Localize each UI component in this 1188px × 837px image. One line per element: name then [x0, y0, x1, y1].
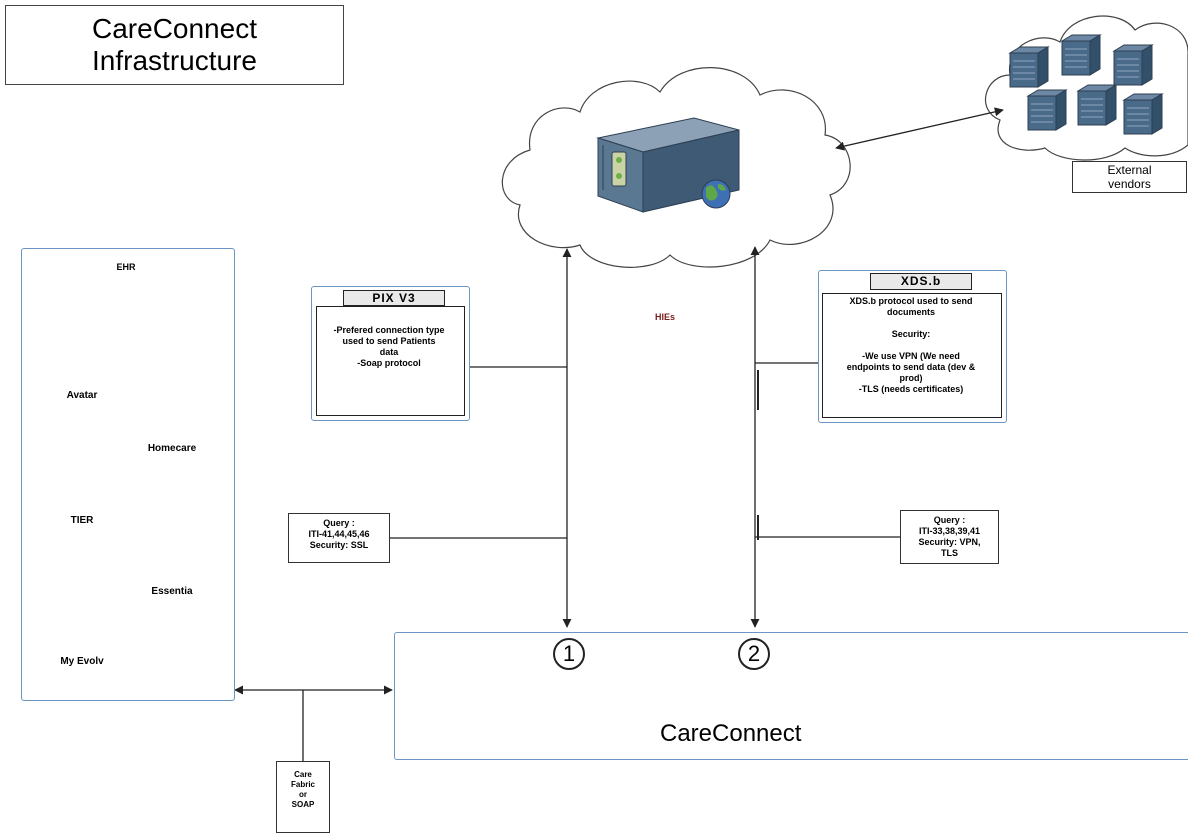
xds-line: [824, 340, 998, 351]
query-right-line: Security: VPN,: [918, 537, 981, 547]
care-fabric-line: SOAP: [291, 800, 315, 809]
xds-line: XDS.b protocol used to send: [849, 296, 973, 306]
xds-line: -We use VPN (We need: [862, 351, 960, 361]
external-vendors-line-1: External: [1107, 163, 1152, 177]
pix-v3-inner: [316, 306, 465, 416]
server-label-essentia: Essentia: [151, 586, 193, 597]
pix-line: used to send Patients: [342, 336, 436, 346]
care-fabric-line: Care: [294, 770, 312, 779]
query-left-line: Query :: [323, 518, 355, 528]
care-fabric-box: Care Fabric or SOAP: [276, 761, 330, 833]
query-box-left: Query : ITI-41,44,45,46 Security: SSL: [288, 513, 390, 563]
server-label-my-evolv: My Evolv: [60, 656, 104, 667]
query-right-line: TLS: [941, 548, 958, 558]
xds-line: endpoints to send data (dev &: [846, 362, 976, 372]
server-label-avatar: Avatar: [66, 390, 98, 401]
diagram-title: CareConnect Infrastructure: [5, 5, 344, 85]
query-right-line: Query :: [933, 515, 966, 525]
pix-line: data: [379, 347, 399, 357]
connectors: [234, 107, 1004, 761]
query-right-line: ITI-33,38,39,41: [918, 526, 981, 536]
care-fabric-line: or: [299, 790, 307, 799]
server-globe-icon: [596, 117, 740, 213]
hie-label: HIEs: [655, 312, 676, 322]
xds-line: [824, 318, 998, 329]
query-left-line: ITI-41,44,45,46: [308, 529, 370, 539]
title-line-1: CareConnect: [92, 13, 257, 44]
channel-1-badge: 1: [553, 638, 585, 670]
xds-b-tag: XDS.b: [870, 273, 972, 290]
server-label-tier: TIER: [70, 515, 94, 526]
xds-b-inner: [822, 293, 1002, 418]
query-box-right: Query : ITI-33,38,39,41 Security: VPN, T…: [900, 510, 999, 564]
external-vendors-label: External vendors: [1072, 161, 1187, 193]
query-left-line: Security: SSL: [309, 540, 369, 550]
xds-line: -TLS (needs certificates): [858, 384, 964, 394]
channel-2-badge: 2: [738, 638, 770, 670]
ehr-group: [21, 248, 235, 701]
pix-v3-tag: PIX V3: [343, 290, 445, 306]
server-label-homecare: Homecare: [147, 443, 197, 454]
pix-line: -Soap protocol: [357, 358, 421, 368]
careconnect-panel: [394, 632, 1188, 760]
xds-line: Security:: [891, 329, 931, 339]
external-vendors-line-2: vendors: [1108, 177, 1151, 191]
xds-line: prod): [899, 373, 923, 383]
xds-b-description: XDS.b protocol used to send documents Se…: [824, 296, 998, 395]
pix-line: -Prefered connection type: [333, 325, 445, 335]
xds-line: documents: [886, 307, 935, 317]
pix-v3-description: -Prefered connection type used to send P…: [318, 325, 460, 369]
title-line-2: Infrastructure: [92, 45, 257, 76]
careconnect-label: CareConnect: [660, 720, 802, 747]
care-fabric-line: Fabric: [290, 780, 315, 789]
ehr-label: EHR: [116, 262, 136, 272]
